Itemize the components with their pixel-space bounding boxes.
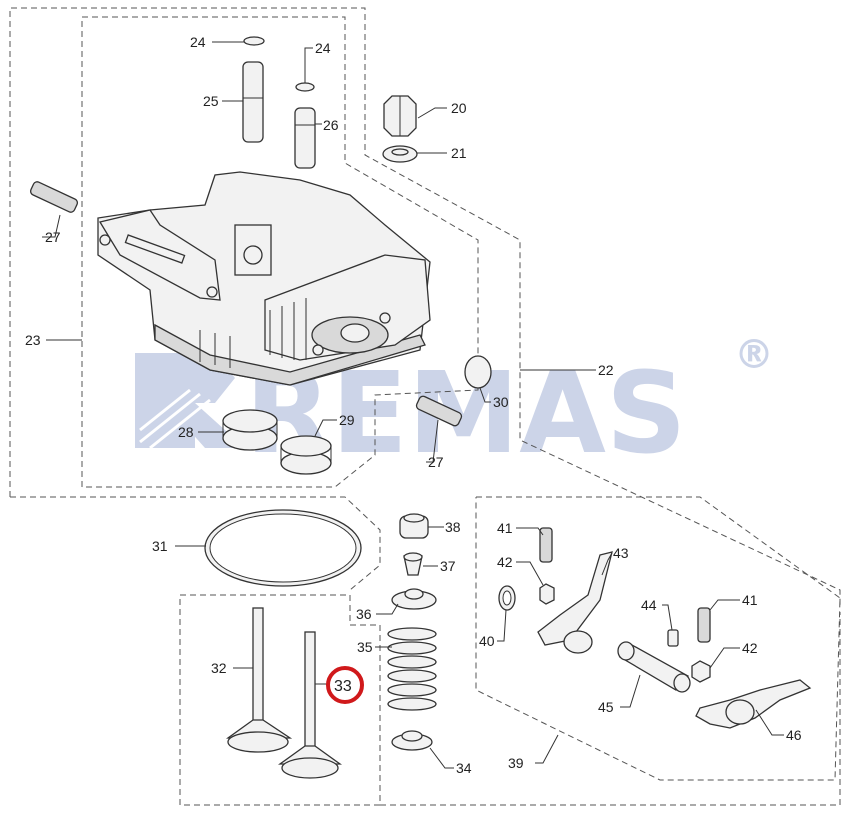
callout-42: 42 xyxy=(497,554,513,570)
washer-21 xyxy=(382,145,418,163)
group-outline-valves xyxy=(179,594,381,806)
leader-lines xyxy=(42,41,784,769)
callout-22: 22 xyxy=(598,362,614,378)
callout-41: 41 xyxy=(497,520,513,536)
head-gasket-31 xyxy=(204,509,362,587)
callout-33: 33 xyxy=(334,678,352,695)
callout-27: 27 xyxy=(45,229,61,245)
valve-33 xyxy=(277,631,343,779)
callout-24-second: 24 xyxy=(315,40,331,56)
callout-46: 46 xyxy=(786,727,802,743)
retainer-36 xyxy=(391,588,437,610)
rocker-arm-43 xyxy=(537,551,613,654)
pin-44 xyxy=(667,629,679,647)
callout-31: 31 xyxy=(152,538,168,554)
callout-38: 38 xyxy=(445,519,461,535)
o-ring-24-second xyxy=(295,82,315,92)
callout-29: 29 xyxy=(339,412,355,428)
callout-42-second: 42 xyxy=(742,640,758,656)
valve-guide-25 xyxy=(242,61,264,143)
stud-27-second xyxy=(415,395,463,427)
callout-28: 28 xyxy=(178,424,194,440)
nut-42-second xyxy=(691,660,711,683)
callout-37: 37 xyxy=(440,558,456,574)
callout-26: 26 xyxy=(323,117,339,133)
registered-mark: ® xyxy=(734,332,774,378)
rocker-shaft-45 xyxy=(617,641,691,693)
callout-39: 39 xyxy=(508,755,524,771)
lock-ring-40 xyxy=(498,585,516,611)
callout-36: 36 xyxy=(356,606,372,622)
valve-guide-26 xyxy=(294,107,316,169)
group-outline-cylinder-head xyxy=(9,7,841,608)
group-outline-rocker xyxy=(475,496,841,781)
valve-seat-29 xyxy=(280,435,332,475)
cylinder-head-23 xyxy=(97,171,431,386)
callout-32: 32 xyxy=(211,660,227,676)
nut-42 xyxy=(539,583,555,605)
callout-34: 34 xyxy=(456,760,472,776)
callout-44: 44 xyxy=(641,597,657,613)
callout-23: 23 xyxy=(25,332,41,348)
callout-41-second: 41 xyxy=(742,592,758,608)
callout-21: 21 xyxy=(451,145,467,161)
stem-seal-38 xyxy=(399,513,429,539)
callout-43: 43 xyxy=(613,545,629,561)
spring-41-second xyxy=(697,607,711,643)
group-outline-valves-right xyxy=(380,612,841,806)
callout-40: 40 xyxy=(479,633,495,649)
callout-30: 30 xyxy=(493,394,509,410)
collet-37 xyxy=(403,552,423,576)
stud-27 xyxy=(29,181,79,213)
o-ring-24 xyxy=(243,36,265,46)
valve-seat-28 xyxy=(222,409,278,451)
group-outline-cylinder-head-inner xyxy=(81,16,479,488)
callout-25: 25 xyxy=(203,93,219,109)
valve-spring-35 xyxy=(387,627,437,711)
callout-45: 45 xyxy=(598,699,614,715)
plug-30 xyxy=(464,355,492,389)
spring-seat-34 xyxy=(391,730,433,751)
callout-27-second: 27 xyxy=(428,454,444,470)
valve-32 xyxy=(225,607,293,753)
group-outline-gasket xyxy=(10,496,381,591)
callout-24: 24 xyxy=(190,34,206,50)
callout-20: 20 xyxy=(451,100,467,116)
cap-nut-20 xyxy=(383,95,417,137)
highlight-ring-33 xyxy=(326,666,364,704)
spring-41 xyxy=(539,527,553,563)
rocker-arm-46 xyxy=(695,679,812,729)
callout-35: 35 xyxy=(357,639,373,655)
